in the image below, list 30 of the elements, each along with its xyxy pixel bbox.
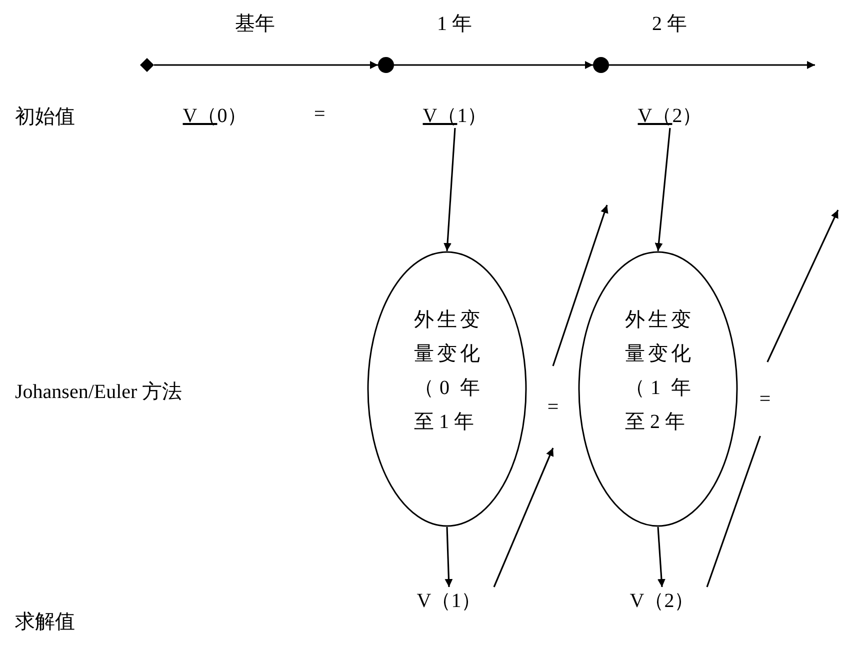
row-label: 初始值 [15, 105, 75, 130]
arrow [493, 448, 554, 588]
equals-sign: = [753, 362, 777, 436]
arrow [444, 128, 456, 252]
value-text: V（1） [404, 587, 494, 613]
arrow [444, 526, 453, 588]
row-label: Johansen/Euler 方法 [15, 380, 182, 405]
value-text: V（2） [617, 587, 707, 613]
arrow [766, 210, 839, 362]
arrow [657, 526, 666, 588]
diamond-marker [140, 58, 154, 72]
equals-sign: = [541, 366, 565, 448]
arrow [654, 128, 671, 252]
value-text: V（1） [410, 102, 500, 128]
timeline-dot [378, 57, 394, 73]
year-label: 2 年 [652, 12, 687, 37]
timeline-dot [593, 57, 609, 73]
row-label: 求解值 [15, 610, 75, 635]
arrow [154, 61, 378, 69]
year-label: 1 年 [437, 12, 472, 37]
connector-line [706, 436, 761, 588]
value-text: V（0） [170, 102, 260, 128]
ellipse-node: 外生变量变化（1 年至 2 年 [578, 251, 738, 527]
equals-sign: = [314, 103, 326, 126]
arrow [609, 61, 815, 69]
value-text: V（2） [625, 102, 715, 128]
arrow [394, 61, 593, 69]
year-label: 基年 [235, 12, 275, 37]
arrow [552, 204, 608, 366]
ellipse-node: 外生变量变化（0 年至 1 年 [367, 251, 527, 527]
